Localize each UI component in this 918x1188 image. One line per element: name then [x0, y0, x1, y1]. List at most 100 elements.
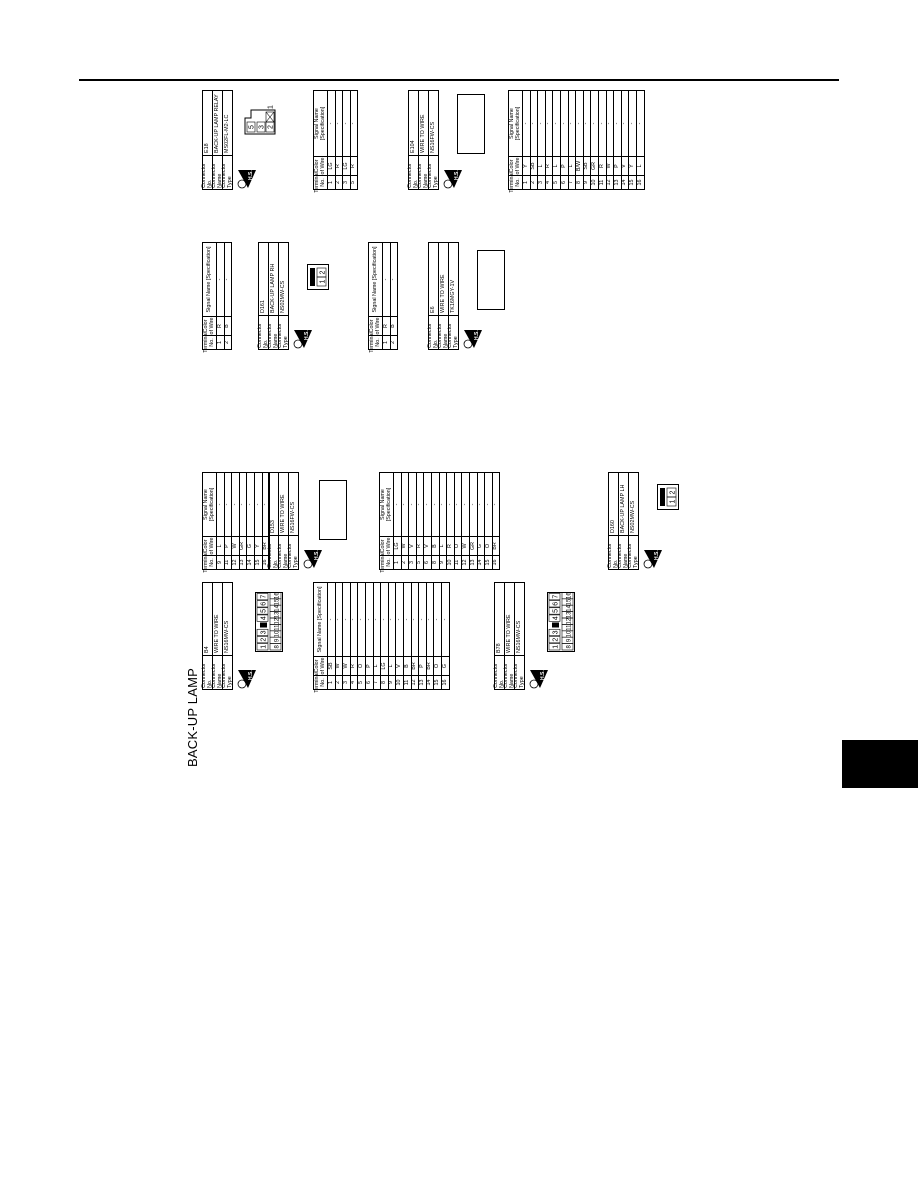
- signal-name-cell: -: [216, 503, 223, 506]
- signal-name-cell: -: [552, 122, 559, 125]
- col-color: Color of Wire: [202, 536, 216, 555]
- signal-name-cell: -: [477, 503, 484, 506]
- terminal-no-cell: 8: [576, 175, 583, 189]
- wire-color-cell: R: [416, 536, 424, 555]
- pin-number: 6: [553, 602, 560, 606]
- connector-no-value: D161: [259, 300, 266, 313]
- wire-color-cell: O: [454, 536, 462, 555]
- hs-diagram: H.S.: [459, 242, 539, 350]
- terminal-no-cell: 7: [568, 175, 576, 189]
- terminal-no-cell: 12: [232, 555, 239, 569]
- hs-badge-icon: H.S.: [237, 170, 256, 189]
- wire-color-cell: GR: [470, 536, 477, 555]
- terminal-no-cell: 10: [591, 175, 598, 189]
- pin-cell: [256, 600, 269, 608]
- pin-number: 3: [259, 125, 266, 129]
- signal-name-cell: -: [469, 503, 476, 506]
- pin-number: 10: [275, 630, 281, 637]
- terminal-no-cell: 2: [224, 335, 232, 349]
- pin-number: 2: [261, 638, 268, 642]
- wire-color-cell: R: [335, 156, 343, 175]
- terminal-no-cell: 11: [224, 555, 232, 569]
- terminal-no-cell: 16: [492, 555, 500, 569]
- connector-no-value: D160: [609, 520, 616, 533]
- col-terminal-no: Terminal No.: [508, 172, 522, 193]
- signal-name-cell: -: [530, 122, 537, 125]
- wire-color-cell: B: [432, 536, 439, 555]
- wire-color-cell: G: [247, 536, 254, 555]
- signal-name-cell: -: [439, 503, 446, 506]
- hs-badge-text: H.S.: [314, 550, 320, 560]
- pin-number: 12: [567, 617, 573, 624]
- hs-badge-icon: H.S.: [443, 170, 462, 189]
- pin-number: 7: [553, 595, 560, 599]
- wire-color-cell: P: [224, 536, 232, 555]
- wire-color-cell: B: [390, 316, 398, 335]
- terminal-no-cell: 1: [328, 175, 335, 189]
- hs-badge-text: H.S.: [248, 170, 254, 180]
- terminal-no-cell: 1: [523, 175, 530, 189]
- connector-name-value: BACK-UP LAMP LH: [619, 484, 626, 533]
- key-slot: [260, 622, 267, 628]
- signal-name-cell: -: [231, 503, 238, 506]
- pin-number: 1: [268, 105, 275, 109]
- label-connector-type: Connector Type: [627, 535, 639, 569]
- col-signal: Signal Name [Specification]: [202, 487, 215, 522]
- signal-name-cell: -: [327, 122, 334, 125]
- label-connector-type: Connector Type: [447, 315, 459, 349]
- col-color: Color of Wire: [379, 536, 393, 555]
- connector-sheet: BACK-UP LAMP Connector No.B4 Connector N…: [185, 80, 678, 770]
- terminal-no-cell: 16: [637, 175, 644, 189]
- connector-type-value: NS16FW-CS: [289, 501, 296, 533]
- sixteen-pin-connector-diagram: [457, 94, 485, 154]
- col-signal: Signal Name [Specification]: [205, 246, 212, 313]
- connector-name-value: WIRE TO WIRE: [419, 114, 426, 153]
- pin-number: 3: [553, 630, 560, 634]
- terminal-no-cell: 14: [247, 555, 254, 569]
- pin-number: 8: [567, 644, 573, 648]
- pin-number: 7: [261, 595, 268, 599]
- wire-color-cell: L: [538, 156, 545, 175]
- connector-name-value: WIRE TO WIRE: [279, 494, 286, 533]
- signal-name-cell: -: [390, 278, 397, 281]
- terminal-no-cell: 3: [538, 175, 545, 189]
- signal-name-cell: -: [461, 503, 468, 506]
- signal-name-cell: -: [246, 503, 253, 506]
- wire-color-cell: P: [614, 156, 621, 175]
- section-tab: [842, 740, 918, 788]
- pin-number: 13: [567, 611, 573, 618]
- pin-cell: [316, 267, 327, 278]
- connector-sheet-right: Terminal No. Color of Wire Signal Name [Sp…: [188, 80, 679, 770]
- terminal-no-cell: 1: [383, 335, 390, 349]
- col-terminal-no: Terminal No.: [202, 332, 216, 353]
- pin-cell: [256, 593, 269, 601]
- wire-color-cell: SB: [530, 156, 538, 175]
- terminal-no-cell: 6: [424, 555, 431, 569]
- pin-number: 9: [567, 638, 573, 642]
- wire-color-cell: R: [383, 316, 390, 335]
- terminal-no-cell: 9: [583, 175, 591, 189]
- signal-name-cell: -: [254, 503, 261, 506]
